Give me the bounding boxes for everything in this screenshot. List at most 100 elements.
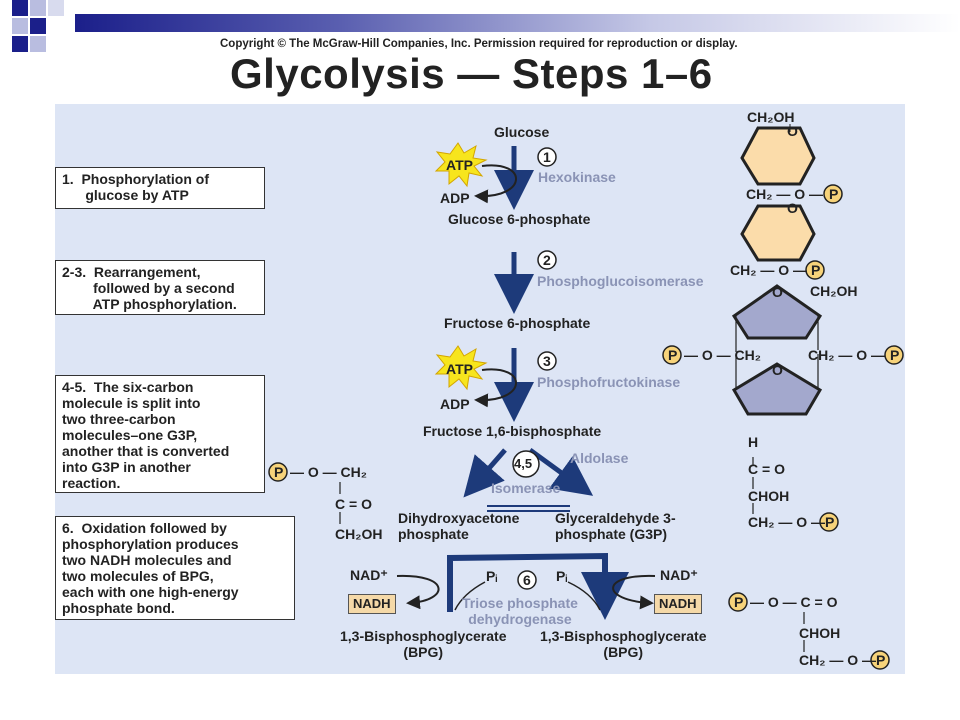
corner-decoration-square [12,0,28,16]
enzyme-isomerase: Isomerase [491,480,561,496]
phosphate-icon [870,650,890,670]
pi-right-label: Pᵢ [556,568,568,584]
adp-label: ADP [440,396,470,412]
fructose-6-phosphate-label: Fructose 6-phosphate [444,315,591,331]
corner-decoration-square [30,36,46,52]
step-number-circle [537,147,557,167]
glucose-6-phosphate-label: Glucose 6-phosphate [448,211,591,227]
step-number-circle [517,570,537,590]
atp-star-icon [434,345,488,391]
corner-decoration-square [12,18,28,34]
f16bp-ch2-o: CH₂ — O — [808,347,885,363]
isomerase-equilibrium-arrow [487,505,570,512]
bpg-choh: CHOH [799,625,841,641]
phosphate-label: P [734,594,744,610]
step-description-6: 6. Oxidation followed by phosphorylation… [55,516,295,620]
bpg-ch2-o: CH₂ — O — [799,652,876,668]
phosphate-label: P [876,652,886,668]
atp-label: ATP [446,361,473,377]
phosphate-icon [805,260,825,280]
step-description-2-3: 2-3. Rearrangement, followed by a second… [55,260,265,315]
adp-label: ADP [440,190,470,206]
corner-decoration-square [12,36,28,52]
pi-curve-right [567,581,601,611]
g3p-ch2-o: CH₂ — O — [748,514,825,530]
g6p-ch2-o: CH₂ — O — [746,186,823,202]
step-number-1: 1 [543,149,551,165]
dihydroxyacetone-phosphate-label: Dihydroxyacetone phosphate [398,510,520,542]
split-arrows [463,447,594,498]
f16bp-ring-shape [731,362,823,416]
step-number-4-5: 4,5 [514,456,533,471]
glucose-ring-shape [740,126,816,186]
f16bp-o-ch2: — O — CH₂ [684,347,761,363]
step-number-circle [512,450,540,478]
dhap-c-eq-o: C = O [335,496,372,512]
f6p-ch2-o: CH₂ — O — [730,262,807,278]
phosphate-label: P [811,262,821,278]
f16bp-ring-o: O [772,362,783,378]
atp-curve-3 [474,368,517,408]
phosphate-label: P [829,186,839,202]
step-number-circle [537,351,557,371]
g6p-ring-shape [740,204,816,262]
dhap-o-ch2: — O — CH₂ [290,464,367,480]
enzyme-phosphofructokinase: Phosphofructokinase [537,374,681,390]
corner-decoration-square [30,18,46,34]
title-gradient-bar [75,14,960,32]
atp-curve-1 [474,164,517,204]
phosphate-label: P [825,514,835,530]
phosphate-icon [819,512,839,532]
g3p-label: Glyceraldehyde 3- phosphate (G3P) [555,510,676,542]
atp-label: ATP [446,157,473,173]
glucose-label: Glucose [494,124,550,140]
pi-left-label: Pᵢ [486,568,498,584]
g3p-choh: CHOH [748,488,790,504]
page-title: Glycolysis — Steps 1–6 [230,50,713,97]
nadh-left-box: NADH [348,594,396,614]
structure-bonds [339,316,819,652]
phosphate-label: P [274,464,284,480]
phosphate-label: P [890,347,900,363]
atp-star-icon [434,142,488,188]
f6p-ring-shape [731,284,823,340]
nad-curve-left [396,574,440,610]
step-number-3: 3 [543,353,551,369]
phosphate-icon [268,462,288,482]
enzyme-phosphoglucoisomerase: Phosphoglucoisomerase [537,273,704,289]
f6p-ring-o: O [772,284,783,300]
step-description-1: 1. Phosphorylation of glucose by ATP [55,167,265,209]
step-number-circle [537,250,557,270]
enzyme-triose-phosphate-dehydrogenase: Triose phosphate dehydrogenase [462,595,578,627]
phosphate-circles [268,184,904,670]
nad-left-label: NAD⁺ [350,567,388,583]
step-number-6: 6 [523,572,531,588]
phosphate-icon [823,184,843,204]
bpg-left-label: 1,3-Bisphosphoglycerate (BPG) [340,628,507,660]
nad-right-label: NAD⁺ [660,567,698,583]
enzyme-aldolase: Aldolase [570,450,629,466]
corner-decoration-square [48,0,64,16]
g3p-h: H [748,434,759,450]
enzyme-hexokinase: Hexokinase [538,169,616,185]
phosphate-icon [662,345,682,365]
bpg-o-c-eq-o: — O — C = O [750,594,838,610]
f6p-ch2oh: CH₂OH [810,283,858,299]
g6p-ring-o: O [787,200,798,216]
bpg-right-label: 1,3-Bisphosphoglycerate (BPG) [540,628,707,660]
phosphate-label: P [668,347,678,363]
pi-curve-left [454,581,486,611]
fructose-1-6-bisphosphate-label: Fructose 1,6-bisphosphate [423,423,602,439]
glucose-ring-o: O [787,123,798,139]
copyright-notice: Copyright © The McGraw-Hill Companies, I… [220,38,738,50]
nad-curve-right [612,574,656,610]
glucose-ch2oh: CH₂OH [747,109,795,125]
phosphate-icon [884,345,904,365]
nadh-right-box: NADH [654,594,702,614]
step6-bracket-arrow [447,552,629,620]
phosphate-icon [728,592,748,612]
dhap-ch2oh: CH₂OH [335,526,383,542]
g3p-c-eq-o: C = O [748,461,785,477]
step-number-2: 2 [543,252,551,268]
